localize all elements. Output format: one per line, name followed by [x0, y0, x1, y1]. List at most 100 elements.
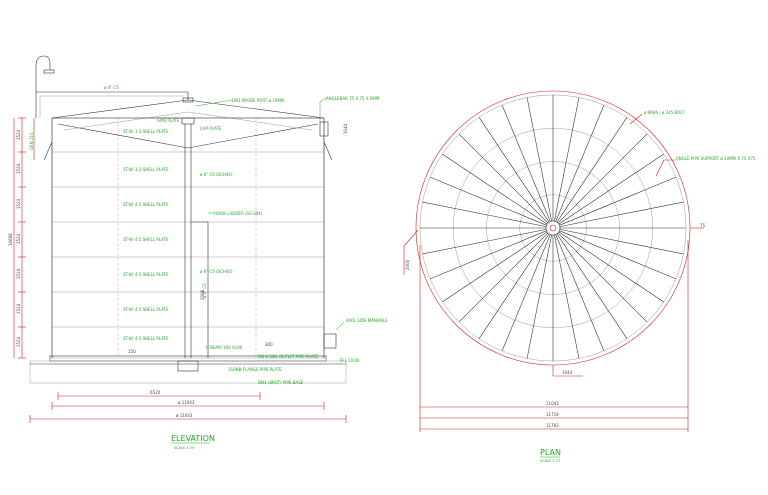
pipe-coupling: [182, 97, 194, 103]
plan-rafter: [555, 234, 605, 351]
side-dim-1: 2006: [200, 289, 205, 300]
plan-rafter: [559, 230, 676, 280]
cap-plate: [181, 117, 195, 125]
elevation-view: 1524 1524 1524 1524 1524 1524 1524 10668…: [8, 55, 388, 450]
shell-course-lines: [52, 118, 324, 358]
roof-dn-label: DN1 PROBE PORT ø 10MM: [232, 98, 285, 103]
plan-rafter: [554, 234, 580, 359]
roof-tie-left: [63, 111, 189, 131]
tank-shell: [51, 117, 325, 359]
right-dim-label: 75: [700, 223, 706, 228]
manhole-label: 400L SIDE MANHOLE: [346, 318, 388, 323]
left-dim-label: 2000: [405, 259, 410, 270]
plan-rafter: [478, 233, 550, 339]
cf-pipe-label: ø 6" CS: [202, 283, 207, 298]
plan-rafter: [559, 176, 676, 226]
angle-label: ANGLEBAR 75 X 75 X 6MM: [326, 96, 380, 101]
bottom-dim-1: 6520: [150, 390, 161, 395]
roof-plate-label: GMS PLATE: [157, 118, 180, 123]
plan-bottom-dim-1: 11043: [546, 401, 559, 406]
roof-strut-left: [57, 123, 189, 149]
course-label-5: ST-W. 4.5 SHELL PLATE: [123, 272, 169, 277]
plan-rafter: [442, 153, 548, 225]
angle-brace: [323, 141, 333, 161]
plan-rafter: [458, 133, 549, 224]
course-dim-3: 1524: [16, 198, 21, 209]
plan-rafter: [558, 153, 664, 225]
hook-ladder-label: HOOK LADDER (SS-304): [214, 211, 263, 216]
inlet-label: DN 4 SWL OUTLET PIPE PLATE: [258, 354, 319, 359]
plan-rafters: [420, 95, 686, 361]
course-label-7: ST-W. 4.5 SHELL PLATE: [123, 336, 169, 341]
plan-rafter: [559, 201, 684, 227]
elevation-bottom-dims: [29, 392, 347, 423]
plan-rafter: [422, 201, 547, 227]
angle-leader: [319, 97, 327, 122]
plan-rafter: [501, 105, 551, 222]
inner-pipe-label: ø 6" CS (SCH40): [200, 269, 233, 274]
vent-pipe: [35, 91, 189, 118]
left-dimension-lines: [13, 117, 35, 359]
plan-rafter: [557, 133, 648, 224]
ring-label: ø 9666 / ø 245 BOLT: [644, 110, 685, 115]
side-dim-2: 1044: [343, 123, 348, 134]
course-label-6: ST-W. 4.5 SHELL PLATE: [123, 307, 169, 312]
plan-bottom-dim-2: 11718: [546, 412, 559, 417]
plan-bottom-dim-3: 11783: [546, 423, 559, 428]
course-dim-1: 1524: [16, 129, 21, 140]
rafter-label: ANGLE PIPE SUPPORT ø 10MM X 75 X75: [676, 156, 756, 161]
plan-rafter: [526, 97, 552, 222]
course-label-4: ST-W. 4.5 SHELL PLATE: [123, 237, 169, 242]
top-pipe-label: ø 4" CS: [104, 85, 119, 90]
angle-bracket: [319, 121, 329, 137]
pipe-flange: [43, 69, 55, 74]
plan-view: ø 9666 / ø 245 BOLT ANGLE PIPE SUPPORT ø…: [403, 90, 756, 463]
base-level-label: FFL 10.00: [340, 358, 360, 363]
plan-rafter: [501, 234, 551, 351]
roof-dn-leader: [195, 99, 233, 107]
plan-rafter: [557, 232, 648, 323]
left-dim-tick: [403, 229, 419, 247]
drain-label: DN1 (SPOT) PIPE BASE: [258, 380, 304, 385]
small-dim-2: 150: [128, 349, 136, 354]
side-brace-left: [43, 141, 53, 161]
left-side-label: GEN 110: [29, 132, 34, 150]
plan-scale: SCALE 1:75: [540, 459, 560, 463]
side-manhole: [323, 333, 337, 349]
plan-rafter: [554, 97, 580, 222]
beam-label: H BEAM 100 X100: [206, 345, 243, 350]
plan-center-dim: 1044: [562, 370, 573, 375]
overall-height: 10668: [8, 233, 13, 246]
bottom-dim-2: ø 11043: [178, 400, 195, 405]
elevation-scale: SCALE 1:75: [174, 446, 194, 450]
sump-box: [177, 360, 199, 372]
plan-rafter: [430, 176, 547, 226]
outlet-label: 150NB FLANGE PIPE PLATE: [228, 367, 282, 372]
plan-center-hub: [545, 220, 561, 236]
plan-rafter: [430, 230, 547, 280]
course-label-1: ST-W. 3.3 SHELL PLATE: [123, 129, 169, 134]
course-dim-2: 1524: [16, 163, 21, 174]
plan-rafter: [555, 105, 605, 222]
course-label-3: ST-W. 4.5 SHELL PLATE: [123, 202, 169, 207]
plan-rafter: [478, 117, 550, 223]
rafter-leader: [655, 159, 676, 177]
plan-rafter: [526, 234, 552, 359]
small-dim-1: 300: [265, 342, 273, 347]
course-dim-6: 1524: [16, 303, 21, 314]
course-dim-7: 1524: [16, 336, 21, 347]
plan-rafter: [559, 229, 684, 255]
manhole-leader: [335, 321, 345, 331]
course-label-2: ST-W. 3.3 SHELL PLATE: [123, 167, 169, 172]
roof-tie-right: [187, 111, 313, 131]
plan-title: PLAN: [540, 448, 561, 457]
plan-center-pipe: [549, 224, 557, 232]
plan-rafter: [556, 117, 628, 223]
plan-rafter: [556, 233, 628, 339]
course-dim-5: 1524: [16, 268, 21, 279]
center-pipe-label: ø 6" CS (SCH40): [200, 172, 233, 177]
gooseneck: [35, 55, 51, 92]
elevation-title: ELEVATION: [171, 434, 215, 443]
